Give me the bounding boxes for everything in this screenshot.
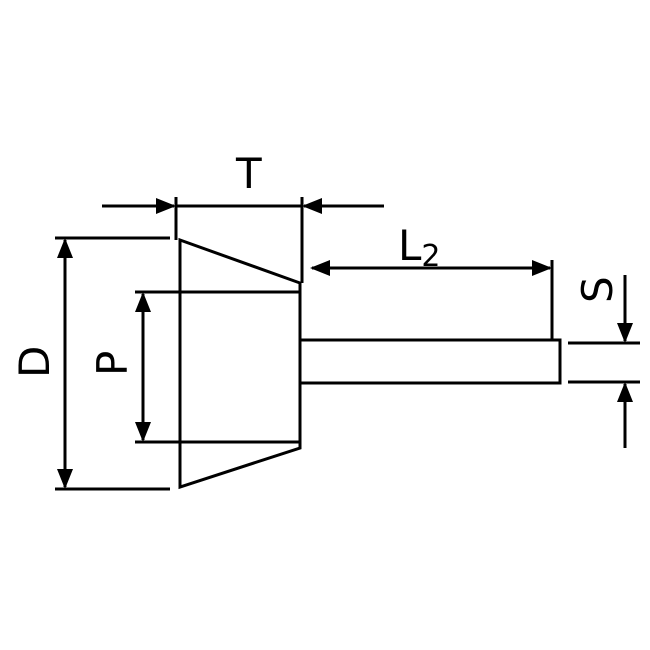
cone-body-outline xyxy=(178,237,302,490)
label-l2-main: L xyxy=(398,221,422,270)
label-s: S xyxy=(573,276,622,303)
label-t: T xyxy=(235,149,262,198)
pin-tube-outline xyxy=(300,338,562,385)
label-d: D xyxy=(10,346,59,378)
label-p: P xyxy=(88,351,137,376)
label-l2: L2 xyxy=(398,221,441,274)
label-l2-subscript: 2 xyxy=(421,239,440,274)
